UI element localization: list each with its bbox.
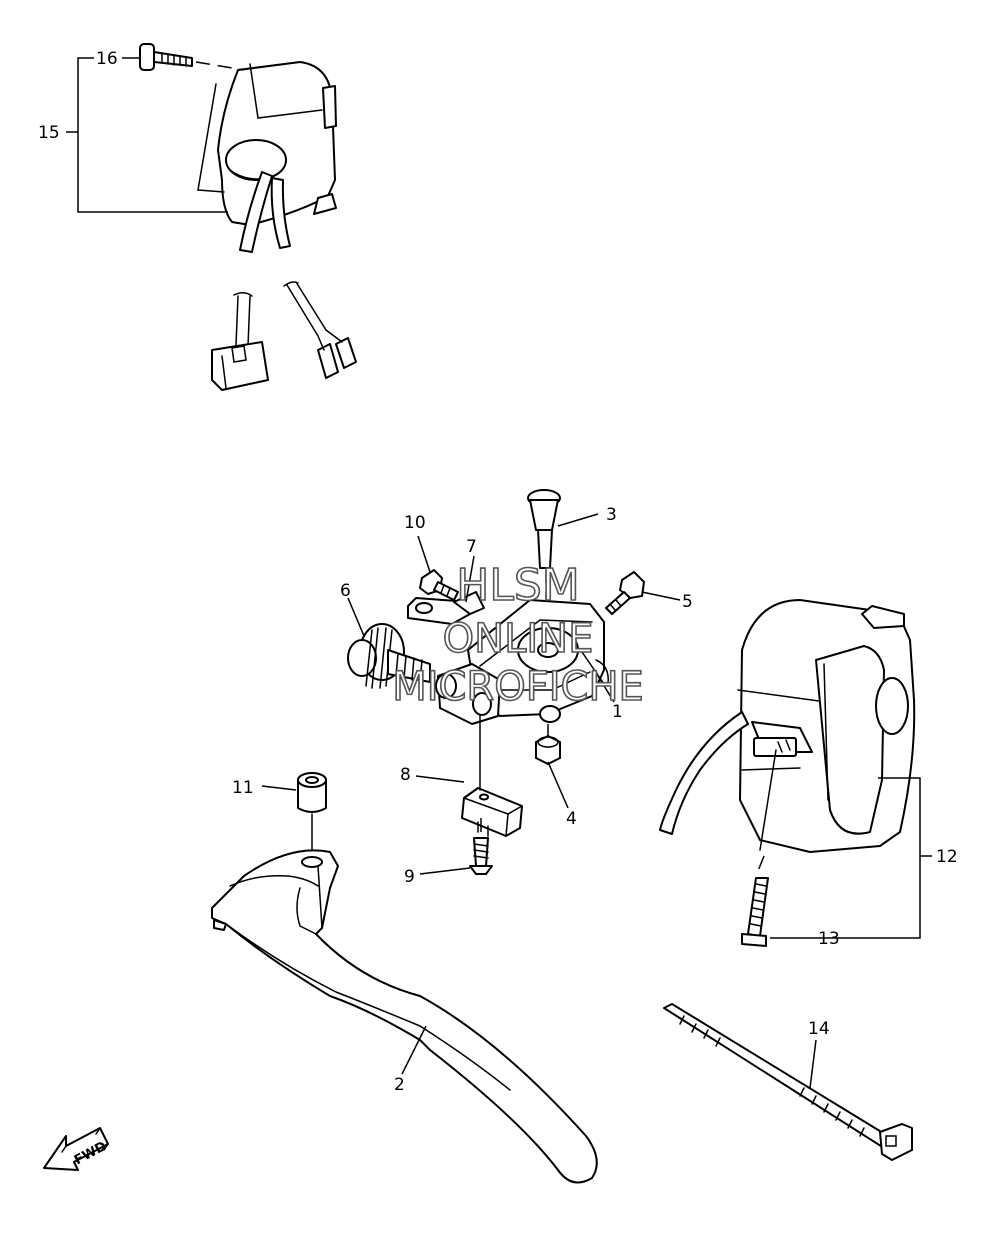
part-14-cable-tie bbox=[663, 1003, 913, 1161]
callout-14: 14 bbox=[808, 1019, 830, 1039]
callout-12: 12 bbox=[936, 847, 958, 867]
part-11-collar bbox=[297, 772, 327, 857]
leader-lines bbox=[66, 57, 932, 1089]
callout-4: 4 bbox=[566, 809, 577, 829]
watermark: HLSM ONLINE MICROFICHE bbox=[391, 559, 644, 711]
part-1-lever-holder bbox=[435, 599, 609, 725]
part-12-right-handlebar-switch bbox=[659, 599, 916, 877]
part-10-bolt bbox=[419, 569, 459, 601]
callout-5: 5 bbox=[682, 592, 693, 612]
part-8-switch bbox=[461, 715, 523, 837]
part-5-bolt bbox=[605, 571, 645, 615]
callout-3: 3 bbox=[606, 505, 617, 525]
fwd-arrow-icon: FWD bbox=[43, 1127, 109, 1171]
part-6-adjuster-knob bbox=[347, 623, 431, 689]
callout-6: 6 bbox=[340, 581, 351, 601]
watermark-line-2: ONLINE bbox=[443, 616, 594, 662]
part-3-pivot-bolt bbox=[527, 489, 561, 690]
callout-1: 1 bbox=[612, 702, 623, 722]
callout-9: 9 bbox=[404, 867, 415, 887]
part-2-brake-lever bbox=[211, 849, 598, 1184]
watermark-line-1: HLSM bbox=[456, 560, 580, 611]
callout-15: 15 bbox=[38, 123, 60, 143]
callout-10: 10 bbox=[404, 513, 426, 533]
part-15-left-handlebar-switch bbox=[197, 61, 357, 391]
watermark-line-3: MICROFICHE bbox=[392, 664, 644, 710]
callout-7: 7 bbox=[466, 537, 477, 557]
callout-labels: 16 15 10 7 3 5 6 1 4 8 9 11 12 13 14 2 bbox=[38, 49, 958, 1095]
part-13-screw bbox=[741, 877, 769, 947]
callout-8: 8 bbox=[400, 765, 411, 785]
callout-2: 2 bbox=[394, 1075, 405, 1095]
callout-11: 11 bbox=[232, 778, 254, 798]
callout-16: 16 bbox=[96, 49, 118, 69]
part-9-screw bbox=[469, 816, 493, 875]
part-16-screw bbox=[139, 43, 245, 71]
part-7-bracket bbox=[407, 591, 485, 625]
callout-13: 13 bbox=[818, 929, 840, 949]
part-4-nut bbox=[535, 724, 561, 765]
